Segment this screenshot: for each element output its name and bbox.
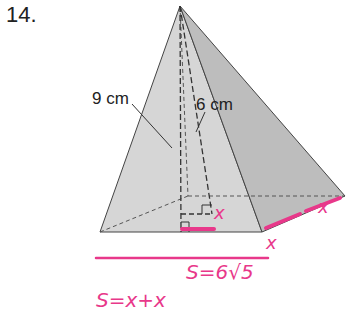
- handwritten-variable: x: [318, 198, 329, 216]
- problem-number: 14.: [6, 4, 37, 26]
- slant-height-dimension: 9 cm: [92, 90, 129, 107]
- handwritten-variable: x: [266, 234, 277, 252]
- handwritten-variable: x: [214, 204, 225, 222]
- height-dimension: 6 cm: [196, 96, 233, 113]
- handwritten-equation: S=6√5: [186, 262, 254, 282]
- handwritten-equation: S=x+x: [96, 290, 166, 310]
